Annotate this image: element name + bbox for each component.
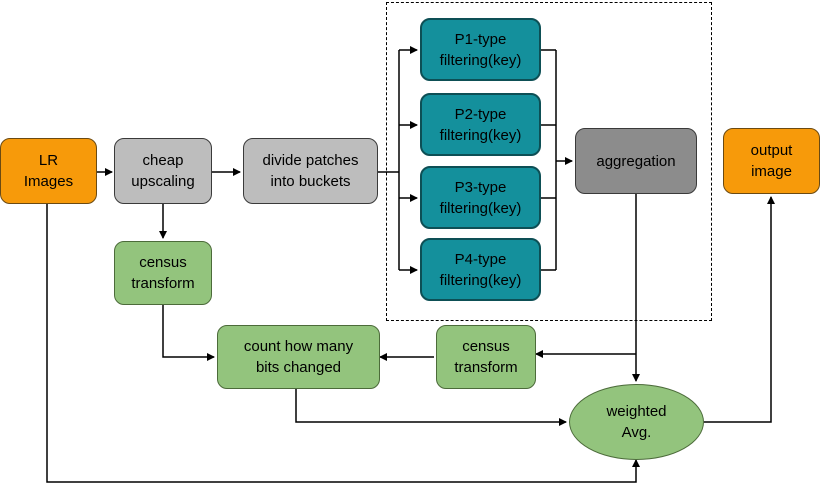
arrow-weighted-to-output xyxy=(704,196,775,423)
arrow-count-to-weighted xyxy=(295,389,567,426)
census-transform-right-node: census transform xyxy=(436,325,536,389)
arrow-census-left-to-count xyxy=(162,305,215,361)
lr-images-node: LR Images xyxy=(0,138,97,204)
filtering-group-box xyxy=(386,2,712,321)
cheap-upscaling-node: cheap upscaling xyxy=(114,138,212,204)
census-transform-left-node: census transform xyxy=(114,241,212,305)
output-image-node: output image xyxy=(723,128,820,194)
count-bits-changed-node: count how many bits changed xyxy=(217,325,380,389)
arrow-lr-to-weighted xyxy=(46,204,640,483)
p2-filtering-node: P2-type filtering(key) xyxy=(420,93,541,156)
p4-filtering-node: P4-type filtering(key) xyxy=(420,238,541,301)
p3-filtering-node: P3-type filtering(key) xyxy=(420,166,541,229)
divide-patches-node: divide patches into buckets xyxy=(243,138,378,204)
weighted-avg-node: weighted Avg. xyxy=(569,384,704,460)
p1-filtering-node: P1-type filtering(key) xyxy=(420,18,541,81)
aggregation-node: aggregation xyxy=(575,128,697,194)
